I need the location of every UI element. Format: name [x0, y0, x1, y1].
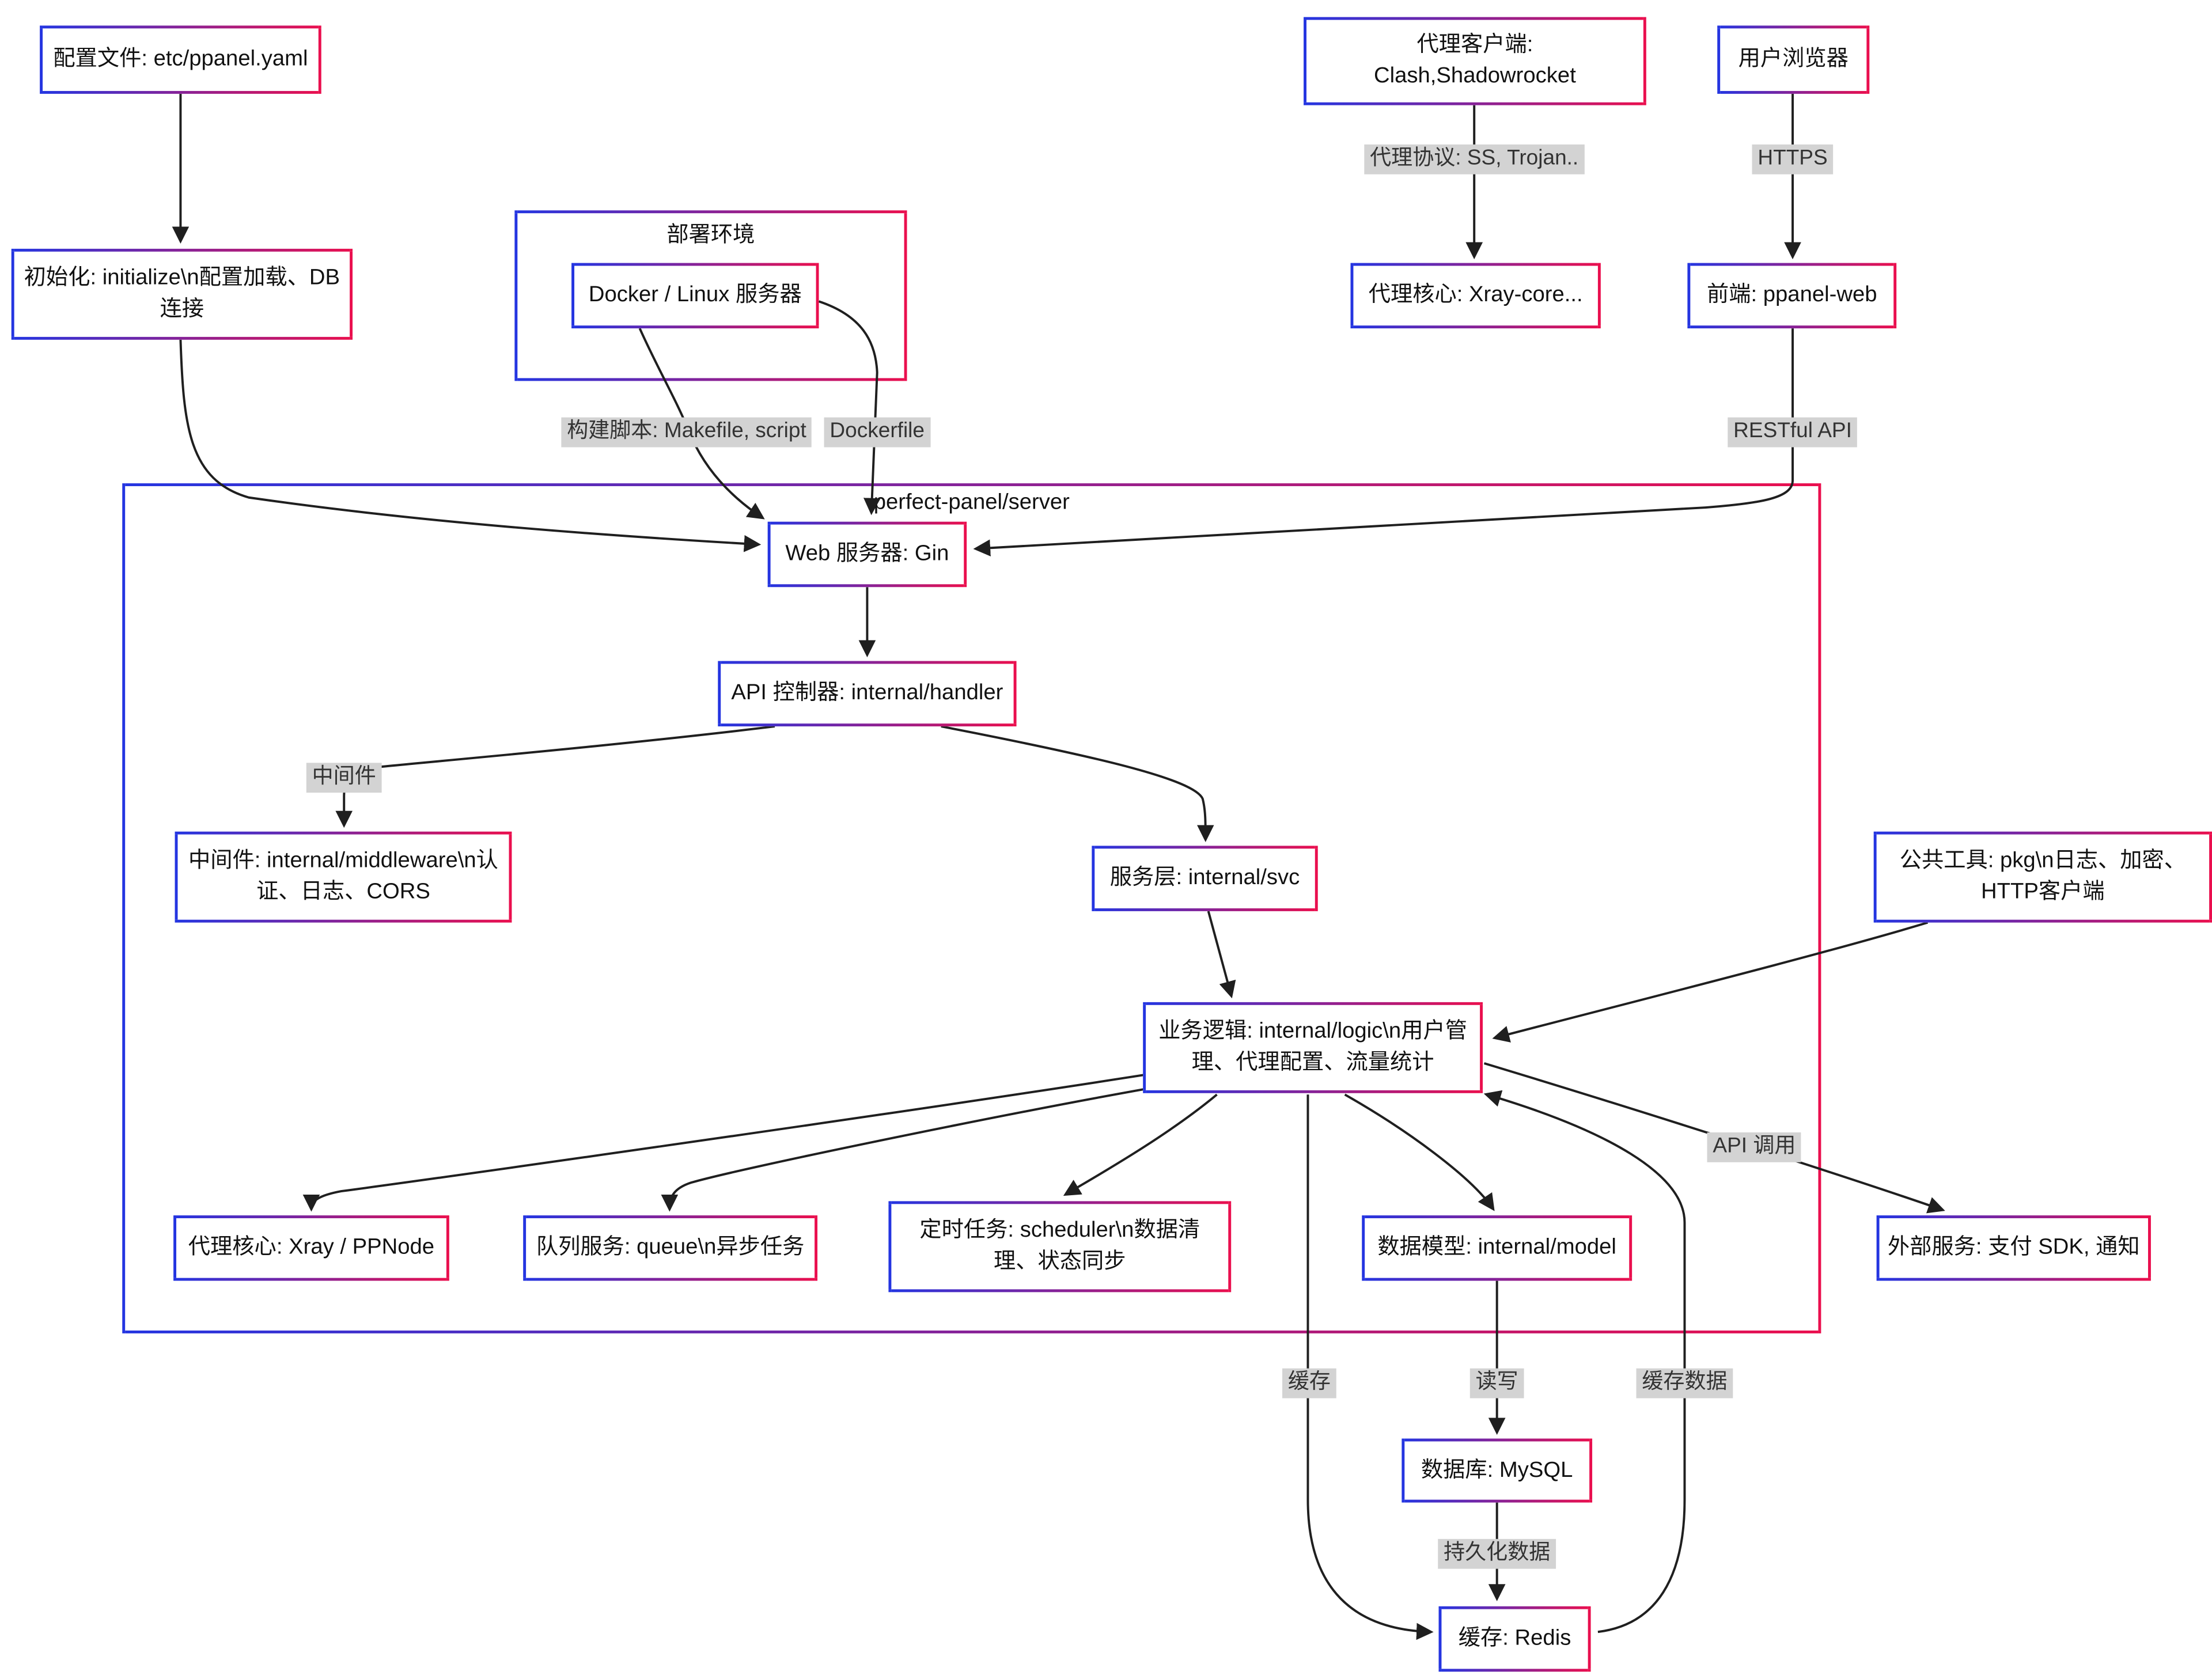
edge-label-cache-data: 缓存数据 — [1636, 1368, 1733, 1398]
node-business-logic: 业务逻辑: internal/logic\n用户管理、代理配置、流量统计 — [1143, 1002, 1483, 1093]
node-external-services: 外部服务: 支付 SDK, 通知 — [1876, 1215, 2151, 1281]
edge-label-build-script: 构建脚本: Makefile, script — [561, 417, 812, 447]
node-frontend: 前端: ppanel-web — [1687, 263, 1897, 329]
node-api-handler: API 控制器: internal/handler — [718, 661, 1017, 727]
edge-label-https: HTTPS — [1752, 144, 1834, 175]
node-proxy-client: 代理客户端: Clash,Shadowrocket — [1304, 17, 1646, 105]
node-pkg-tools: 公共工具: pkg\n日志、加密、HTTP客户端 — [1873, 831, 2212, 923]
node-init: 初始化: initialize\n配置加载、DB连接 — [11, 248, 353, 340]
edge-label-restful-api: RESTful API — [1728, 417, 1858, 447]
node-xray-core: 代理核心: Xray-core... — [1350, 263, 1601, 329]
node-queue-service: 队列服务: queue\n异步任务 — [523, 1215, 818, 1281]
node-scheduler: 定时任务: scheduler\n数据清理、状态同步 — [888, 1201, 1232, 1293]
edge-label-dockerfile: Dockerfile — [824, 417, 930, 447]
edge-label-persist-data: 持久化数据 — [1438, 1538, 1556, 1569]
node-config-file: 配置文件: etc/ppanel.yaml — [40, 25, 321, 94]
edge-label-api-call: API 调用 — [1707, 1132, 1802, 1162]
node-redis: 缓存: Redis — [1438, 1606, 1591, 1672]
node-mysql: 数据库: MySQL — [1402, 1438, 1593, 1503]
edge-label-middleware: 中间件 — [306, 763, 382, 793]
node-docker-server: Docker / Linux 服务器 — [571, 263, 819, 329]
edge-label-read-write: 读写 — [1469, 1368, 1524, 1398]
node-service-layer: 服务层: internal/svc — [1092, 846, 1318, 911]
node-middleware: 中间件: internal/middleware\n认证、日志、CORS — [175, 831, 512, 923]
node-data-model: 数据模型: internal/model — [1362, 1215, 1633, 1281]
node-browser: 用户浏览器 — [1717, 25, 1870, 94]
node-gin-webserver: Web 服务器: Gin — [767, 521, 967, 588]
edge-label-cache: 缓存 — [1282, 1368, 1336, 1398]
container-deploy-env-label: 部署环境 — [666, 223, 755, 248]
edge-label-proxy-protocol: 代理协议: SS, Trojan.. — [1364, 144, 1585, 175]
container-perfect-panel-server-label: perfect-panel/server — [873, 490, 1070, 515]
node-proxy-core-ppnode: 代理核心: Xray / PPNode — [173, 1215, 449, 1281]
